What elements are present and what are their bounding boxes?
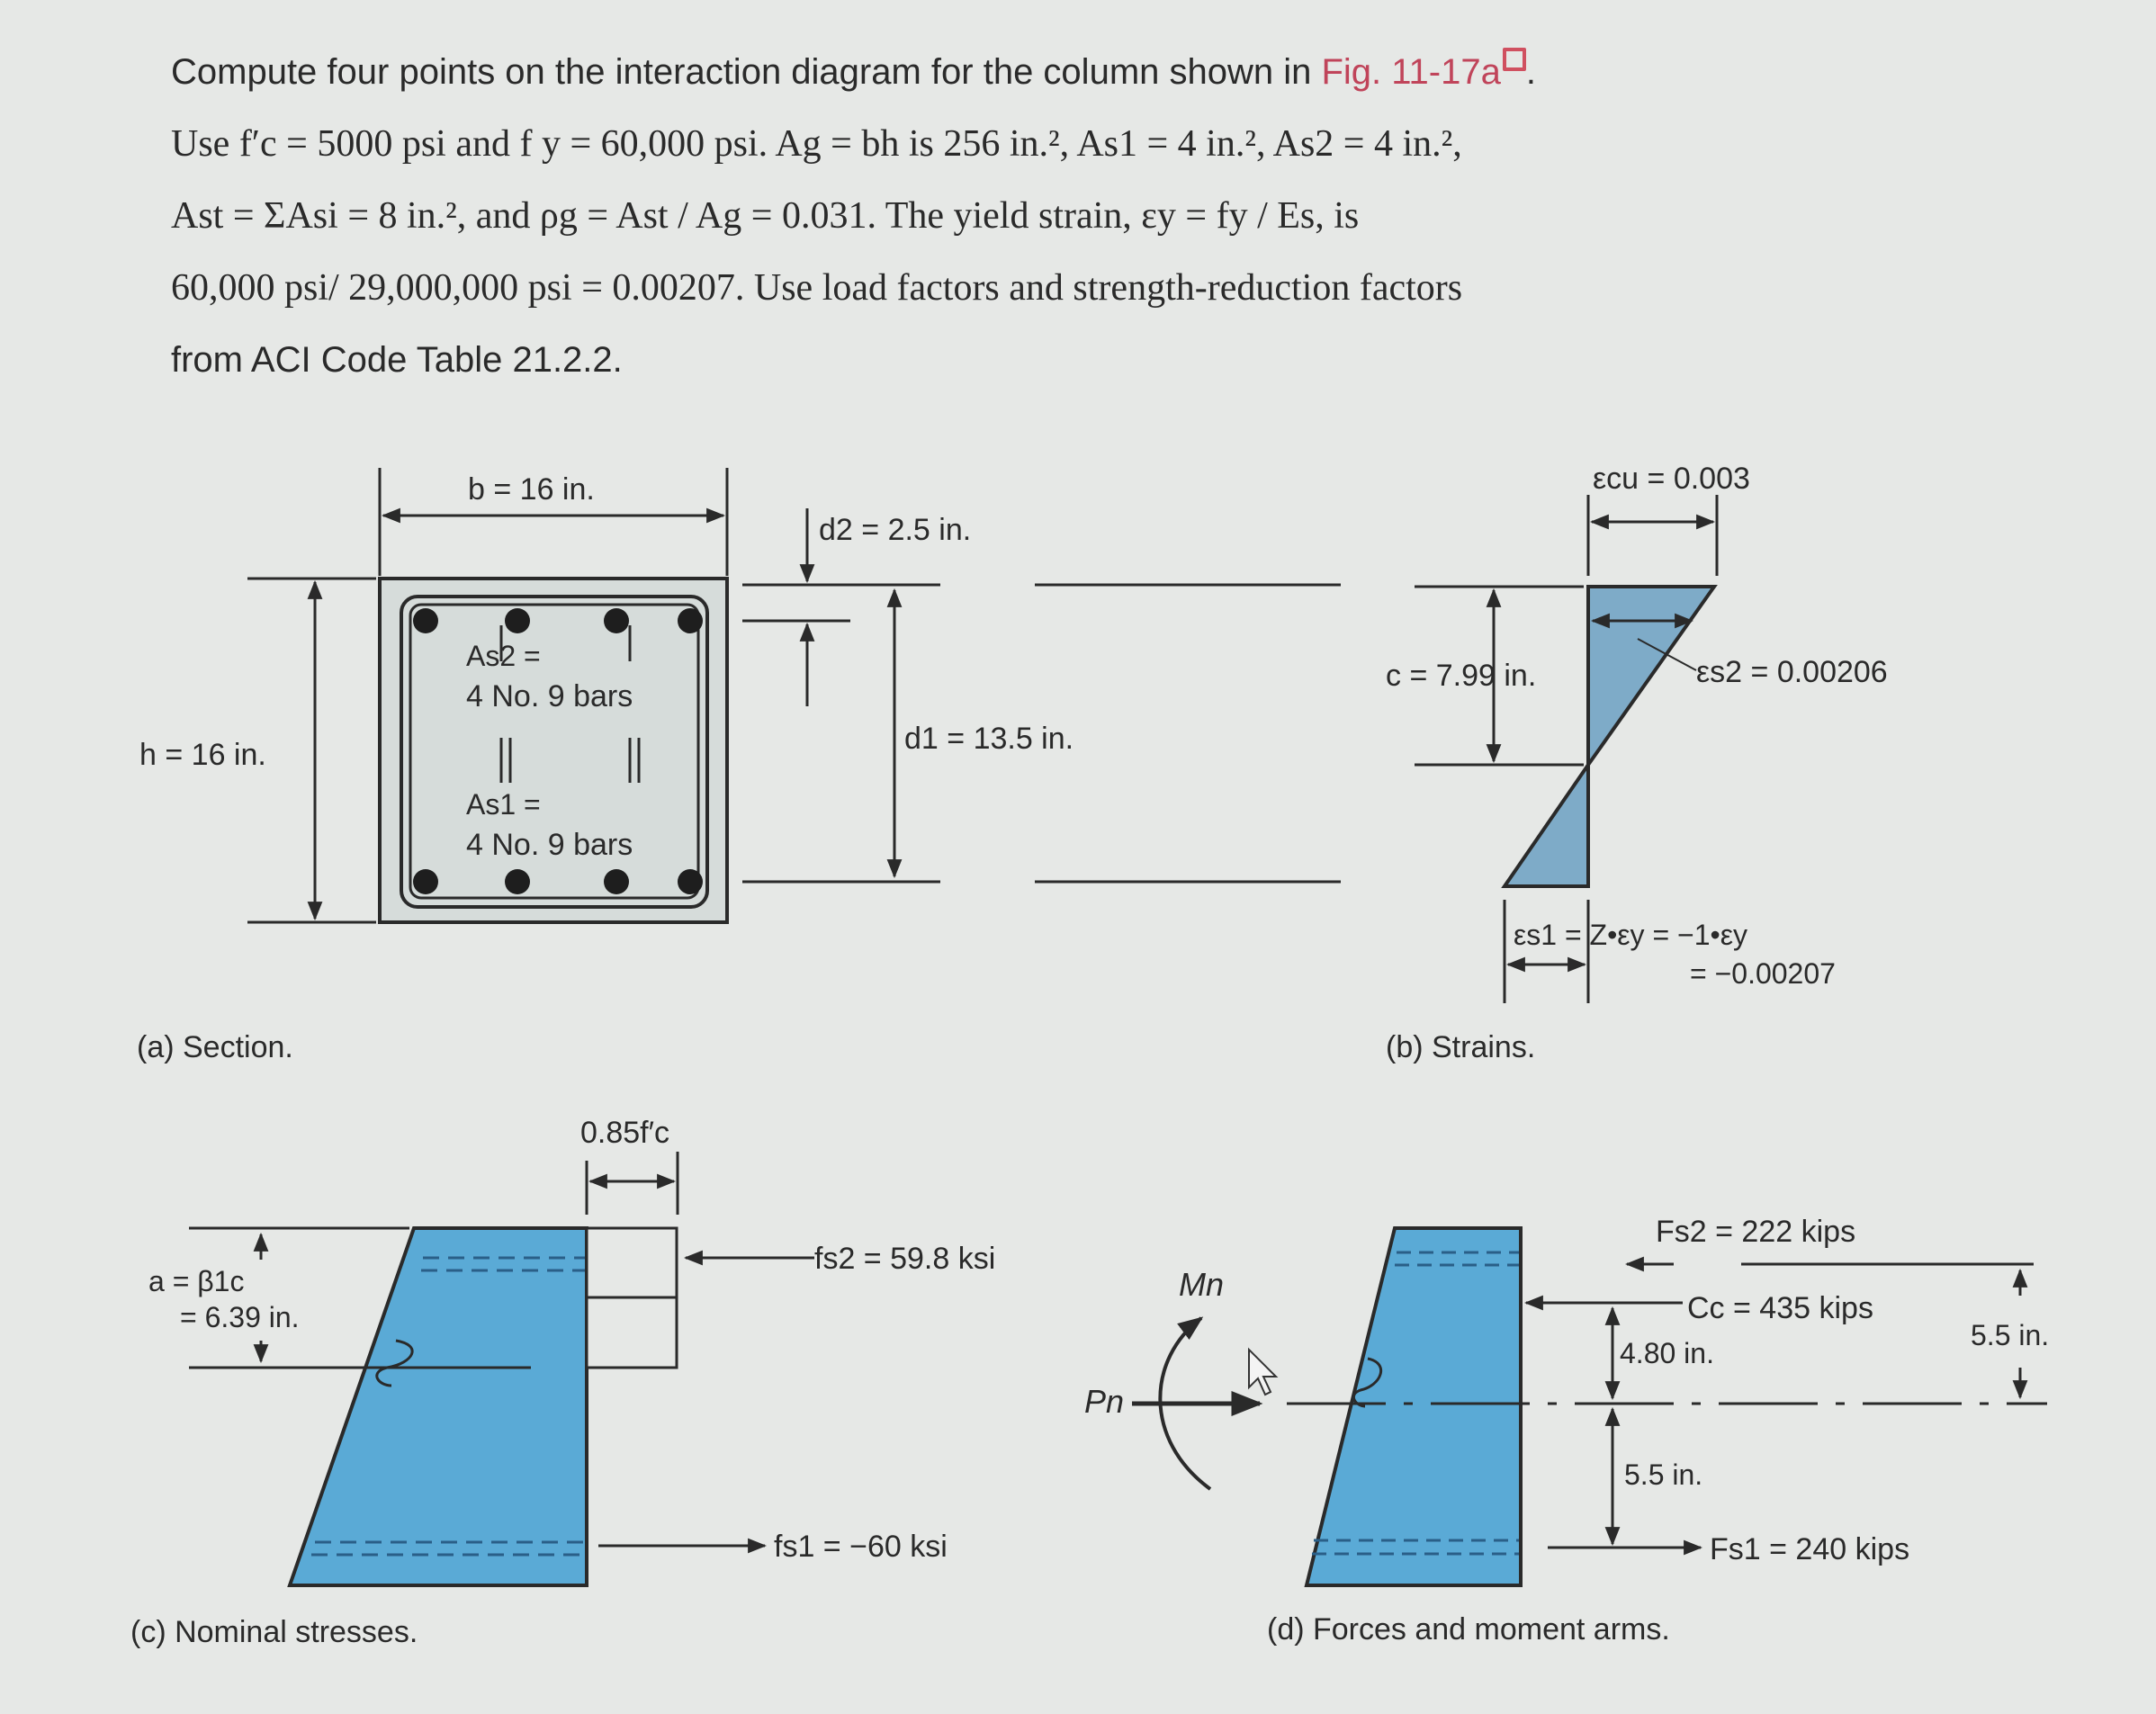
caption-a: (a) Section. (137, 1030, 293, 1064)
fs2-force-label: Fs2 = 222 kips (1656, 1215, 1855, 1249)
as2-label: As2 = (466, 640, 541, 672)
a-depth-label: a = β1c (148, 1265, 244, 1297)
fs1-arm-label: 5.5 in. (1624, 1458, 1702, 1491)
problem-line-3: Ast = ΣAsi = 8 in.², and ρg = Ast / Ag =… (171, 195, 1360, 237)
as2-bars-label: 4 No. 9 bars (466, 679, 633, 713)
ecu-label: εcu = 0.003 (1593, 462, 1750, 496)
problem-line-4: 60,000 psi/ 29,000,000 psi = 0.00207. Us… (171, 267, 1463, 309)
external-link-icon[interactable] (1502, 47, 1526, 71)
problem-line-1: Compute four points on the interaction d… (171, 36, 1881, 108)
d2-dimension-label: d2 = 2.5 in. (819, 513, 971, 547)
as1-label: As1 = (466, 788, 541, 821)
b-dimension-label: b = 16 in. (468, 472, 595, 507)
fs1-force-label: Fs1 = 240 kips (1710, 1532, 1909, 1566)
section-figure (247, 468, 1341, 924)
a-depth-value: = 6.39 in. (180, 1301, 300, 1333)
cc-arm-label: 4.80 in. (1620, 1337, 1714, 1369)
c-depth-label: c = 7.99 in. (1386, 659, 1536, 693)
as1-bars-label: 4 No. 9 bars (466, 828, 633, 862)
figure-link[interactable]: Fig. 11-17a (1321, 52, 1501, 92)
es2-label: εs2 = 0.00206 (1696, 655, 1888, 689)
d1-dimension-label: d1 = 13.5 in. (904, 722, 1074, 756)
pn-label: Pn (1084, 1383, 1124, 1420)
forces-figure (1132, 1226, 2047, 1587)
stress-block-label: 0.85f′c (580, 1116, 669, 1150)
mn-label: Mn (1179, 1266, 1224, 1303)
caption-b: (b) Strains. (1386, 1030, 1535, 1064)
problem-statement: Compute four points on the interaction d… (171, 36, 1881, 396)
stress-figure (189, 1152, 814, 1587)
es1-label: εs1 = Z•εy = −1•εy (1514, 919, 1747, 951)
fs2-stress-label: fs2 = 59.8 ksi (814, 1242, 995, 1276)
caption-d: (d) Forces and moment arms. (1267, 1612, 1670, 1647)
es1-value: = −0.00207 (1690, 957, 1836, 990)
cc-force-label: Cc = 435 kips (1687, 1291, 1873, 1325)
problem-line-2: Use f′c = 5000 psi and f y = 60,000 psi.… (171, 123, 1462, 165)
strain-figure (1415, 495, 1719, 1003)
fs1-stress-label: fs1 = −60 ksi (774, 1530, 948, 1564)
h-dimension-label: h = 16 in. (139, 738, 266, 772)
problem-line-5: from ACI Code Table 21.2.2. (171, 340, 623, 380)
mouse-cursor-icon (1248, 1347, 1279, 1396)
caption-c: (c) Nominal stresses. (130, 1615, 418, 1649)
fs2-arm-label: 5.5 in. (1971, 1319, 2049, 1351)
